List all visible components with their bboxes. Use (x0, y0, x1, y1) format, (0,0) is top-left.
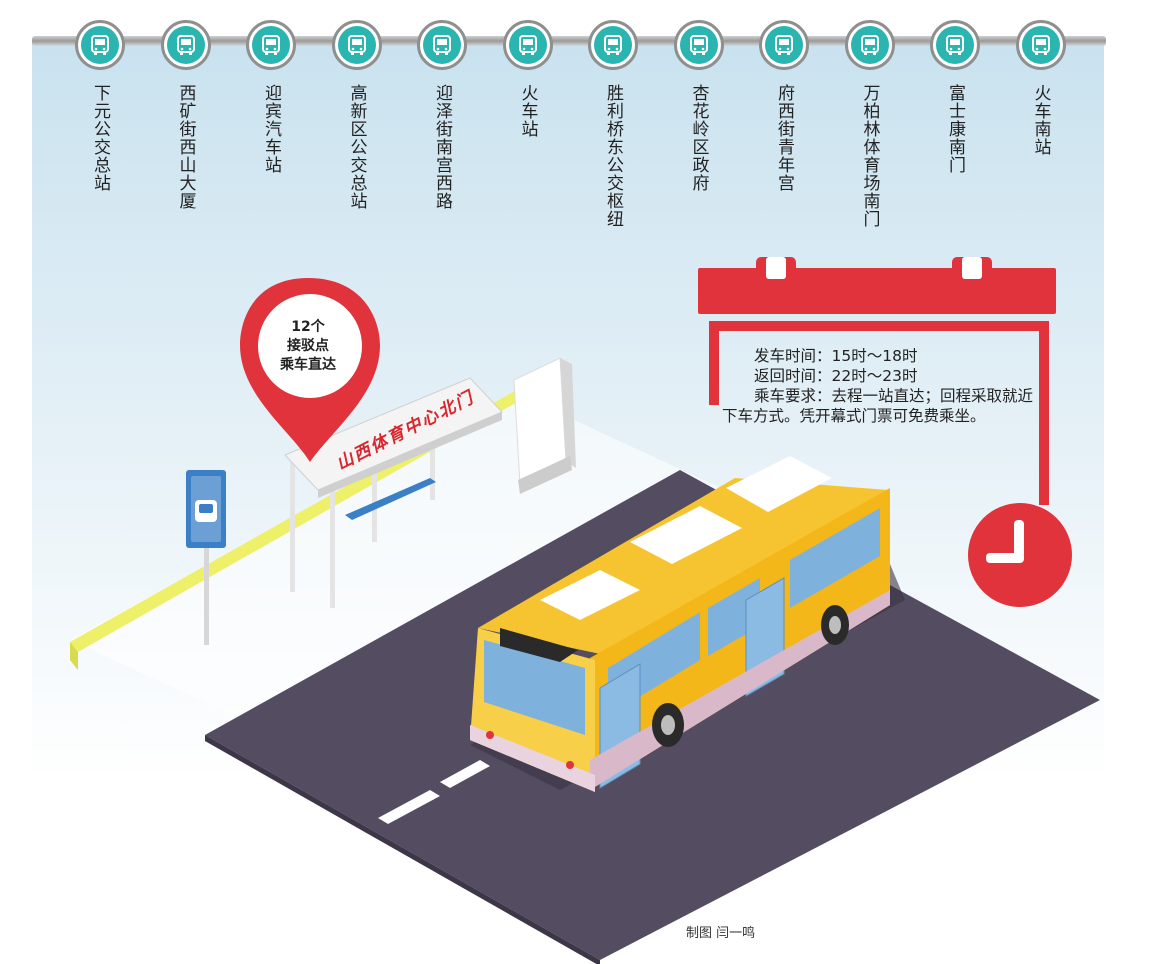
return-time: 返回时间：22时～23时 (754, 367, 918, 385)
departure-time: 发车时间：15时～18时 (754, 347, 918, 365)
station-item: 下元公交总站 (70, 20, 130, 240)
location-pin (240, 278, 380, 462)
pin-label-line2: 接驳点 (287, 338, 329, 354)
bus-icon (331, 20, 382, 70)
credit-text: 制图 闫一鸣 (686, 926, 756, 941)
station-name: 胜利桥东公交枢纽 (603, 84, 623, 228)
station-name: 高新区公交总站 (346, 84, 367, 210)
yellow-curb-side (70, 642, 78, 670)
clock-icon (968, 503, 1072, 607)
bus-icon (588, 20, 638, 70)
lane-dash (440, 760, 490, 788)
station-name: 万柏林体育场南门 (859, 84, 880, 228)
station-name: 迎泽街南宫西路 (432, 84, 452, 210)
pin-label-line1: 12个 (291, 319, 325, 335)
bus-icon (160, 20, 211, 70)
lane-dash (378, 790, 440, 824)
bus-illustration (470, 456, 905, 792)
station-item: 火车站 (498, 20, 558, 240)
bus-icon (1015, 20, 1066, 70)
station-item: 府西街青年宫 (754, 20, 814, 240)
ad-panel (513, 357, 576, 494)
road-edge (205, 735, 600, 964)
station-name: 火车站 (517, 84, 538, 138)
station-name: 府西街青年宫 (774, 84, 794, 192)
bus-icon (502, 20, 553, 70)
station-name: 迎宾汽车站 (261, 84, 281, 174)
station-name: 火车南站 (1030, 84, 1051, 156)
station-item: 西矿街西山大厦 (156, 20, 216, 240)
platform-ground (70, 395, 790, 760)
pin-label-line3: 乘车直达 (280, 357, 336, 373)
schedule-text: 发车时间：15时～18时 返回时间：22时～23时 乘车要求：去程一站直达；回程… (722, 346, 1042, 426)
bus-icon (417, 20, 467, 70)
schedule-calendar (698, 257, 1056, 505)
bus-icon (673, 20, 724, 70)
station-item: 迎泽街南宫西路 (412, 20, 472, 240)
route-line (32, 36, 1106, 46)
station-item: 胜利桥东公交枢纽 (583, 20, 643, 240)
station-list: 下元公交总站 西矿街西山大厦 迎宾汽车站 高新区公交总站 迎泽街南宫西路 火车站 胜利桥东公… (0, 0, 1152, 240)
station-name: 西矿街西山大厦 (175, 84, 196, 210)
station-item: 火车南站 (1011, 20, 1071, 240)
boarding-requirement: 乘车要求：去程一站直达；回程采取就近下车方式。凭开幕式门票可免费乘坐。 (722, 387, 1034, 425)
bus-icon (759, 20, 809, 70)
bus-icon (844, 20, 895, 70)
pin-label: 12个 接驳点 乘车直达 (268, 318, 348, 375)
bus-icon (246, 20, 296, 70)
station-item: 万柏林体育场南门 (840, 20, 900, 240)
station-item: 高新区公交总站 (327, 20, 387, 240)
station-name: 富士康南门 (945, 84, 965, 174)
station-name: 下元公交总站 (90, 84, 110, 192)
bus-icon (75, 20, 125, 70)
station-item: 杏花岭区政府 (669, 20, 729, 240)
bus-icon (930, 20, 980, 70)
station-item: 富士康南门 (925, 20, 985, 240)
bus-stop-sign (186, 470, 226, 645)
station-item: 迎宾汽车站 (241, 20, 301, 240)
station-name: 杏花岭区政府 (688, 84, 709, 192)
